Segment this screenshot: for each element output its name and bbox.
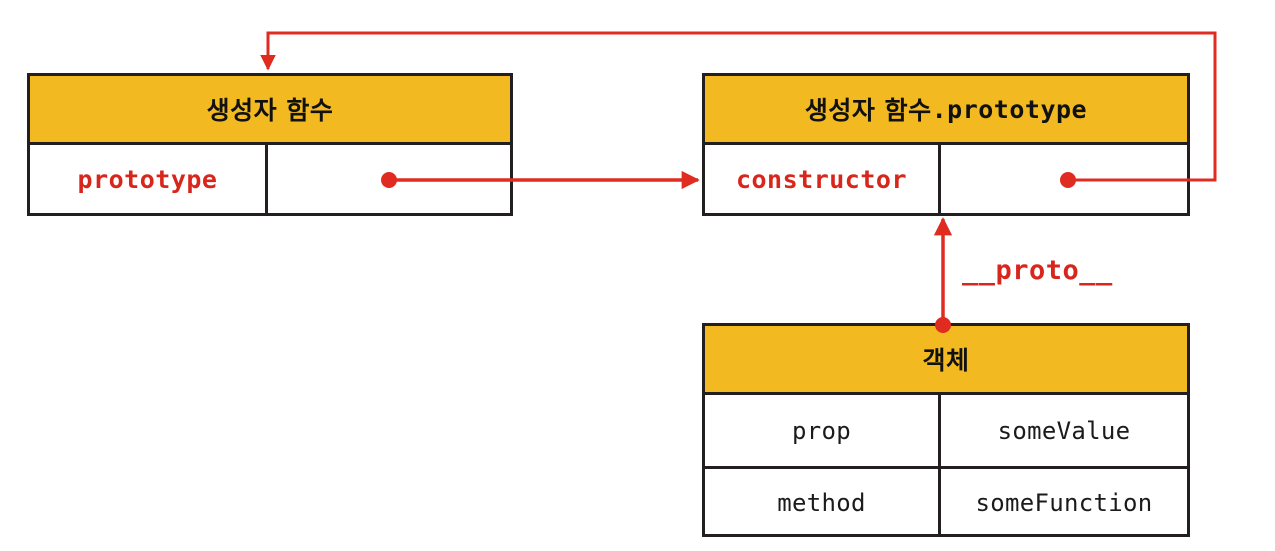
node-prototype-object-header-suffix: .prototype [931,94,1088,124]
table-row: method someFunction [705,466,1187,537]
node-prototype-object-header-korean: 생성자 함수 [804,96,932,125]
table-row: prototype [30,145,510,213]
node-object-instance: 객체 prop someValue method someFunction [702,323,1190,537]
cell-constructor-value [941,145,1187,213]
connector-object-proto-to-prototype-object [933,217,953,333]
cell-prototype-key: prototype [30,145,268,213]
proto-label: __proto__ [962,255,1113,286]
table-row: prop someValue [705,395,1187,466]
node-prototype-object: 생성자 함수.prototype constructor [702,73,1190,216]
cell-prototype-value [268,145,510,213]
node-object-instance-header: 객체 [705,326,1187,395]
cell-prop-value: someValue [997,416,1131,445]
cell-method-value: someFunction [975,489,1153,517]
node-constructor-function-header: 생성자 함수 [30,76,510,145]
cell-prop-key: prop [705,395,941,466]
node-constructor-function: 생성자 함수 prototype [27,73,513,216]
node-prototype-object-header: 생성자 함수.prototype [705,76,1187,145]
cell-method-key: method [705,469,941,537]
table-row: constructor [705,145,1187,213]
cell-constructor-key: constructor [705,145,941,213]
